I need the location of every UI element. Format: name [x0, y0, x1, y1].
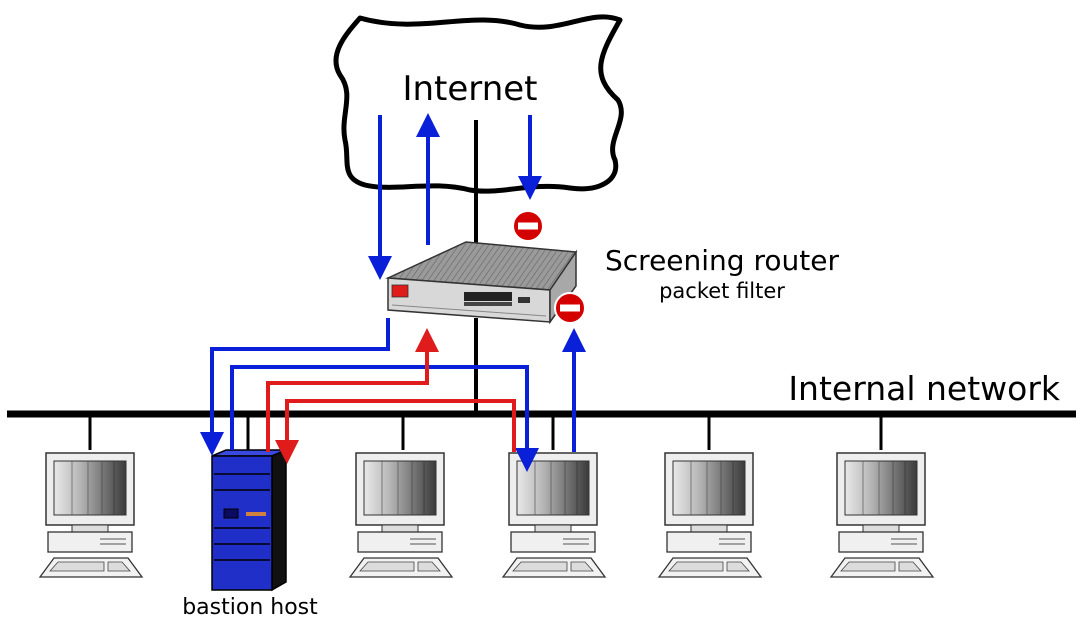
arrow-bastion-to-workstation [230, 365, 539, 472]
workstation-5-icon [830, 452, 934, 578]
arrow-workstation-to-bastion [275, 399, 516, 464]
workstation-4-icon [658, 452, 762, 578]
router-title: Screening router [605, 244, 839, 277]
internet-cloud-icon [333, 14, 624, 194]
internal-network-label: Internal network [788, 369, 1061, 408]
bastion-host-server-icon [211, 448, 287, 592]
router-subtitle: packet filter [659, 279, 785, 303]
reply-traffic-arrows [266, 328, 516, 464]
bastion-host-label: bastion host [182, 595, 318, 620]
internet-label: Internet [402, 69, 537, 109]
no-entry-icon [512, 210, 544, 242]
workstation-2-icon [349, 452, 453, 578]
arrow-router-to-bastion [200, 318, 390, 456]
no-entry-icon [554, 292, 586, 324]
arrow-bastion-to-router [266, 328, 439, 452]
workstation-1-icon [39, 452, 143, 578]
network-drops [88, 414, 883, 450]
allowed-traffic-arrows [200, 113, 586, 472]
screening-router-icon [385, 241, 578, 325]
workstation-3-icon [502, 452, 606, 578]
